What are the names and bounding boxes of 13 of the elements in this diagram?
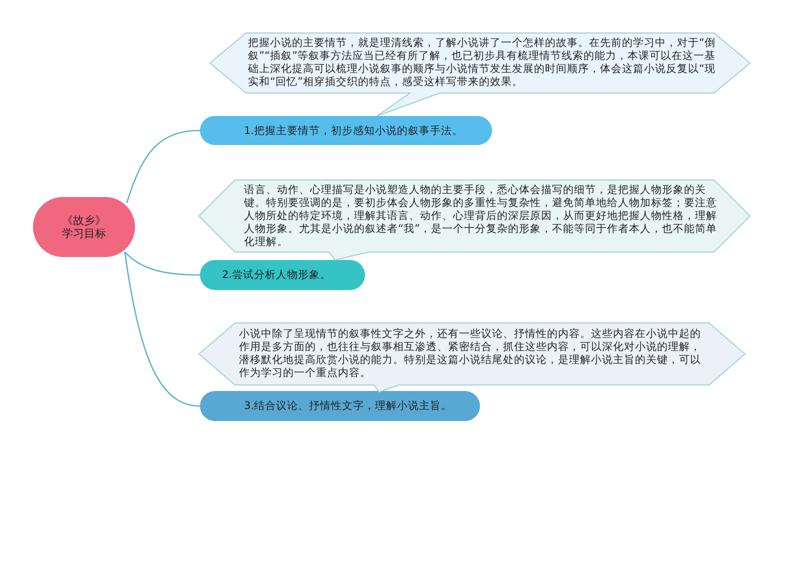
connector-line — [126, 130, 200, 204]
goal-pill: 3.结合议论、抒情性文字，理解小说主旨。 — [200, 391, 480, 421]
note-text: 语言、动作、心理描写是小说塑造人物的主要手段，悉心体会描写的细节，是把握人物形象的关键。特别要强调的是，要初步体会人物形象的多重性与复杂性，避免简单地给人物加标签；要注意人物所处的特定环境，理解其语言、动作、心理背后的深层原因，从而更好地把握人物性格，理解人物形象。尤其是小说的叙述者“我”，是一个十分复杂的形象，不能等同于作者本人，也不能简单化理解。 — [244, 184, 718, 249]
connector-line — [124, 252, 200, 276]
callout-bubble — [210, 33, 750, 117]
goal-pill: 2.尝试分析人物形象。 — [200, 260, 365, 290]
note-text: 把握小说的主要情节，就是理清线索，了解小说讲了一个怎样的故事。在先前的学习中，对于“倒叙”“插叙”等叙事方法应当已经有所了解，也已初步具有梳理情节线索的能力，本课可以在这一基础上深化提高可以梳理小说叙事的顺序与小说情节发生发展的时间顺序，体会这篇小说反复以“现实和“回忆”相穿插交织的特点，感受这样写带来的效果。 — [248, 37, 716, 89]
note-text: 小说中除了呈现情节的叙事性文字之外，还有一些议论、抒情性的内容。这些内容在小说中起的作用是多方面的，也往往与叙事相互渗透、紧密结合，抓住这些内容，可以深化对小说的理解，潜移默化地提高欣赏小说的能力。特别是这篇小说结尾处的议论，是理解小说主旨的关键，可以作为学习的一个重点内容。 — [239, 328, 702, 380]
callout-bubble — [199, 323, 745, 393]
goal-pill: 1.把握主要情节，初步感知小说的叙事手法。 — [200, 116, 492, 145]
connector-line — [124, 252, 200, 407]
topic-pill: 《故乡》学习目标 — [33, 197, 135, 257]
callout-bubble — [199, 180, 750, 261]
